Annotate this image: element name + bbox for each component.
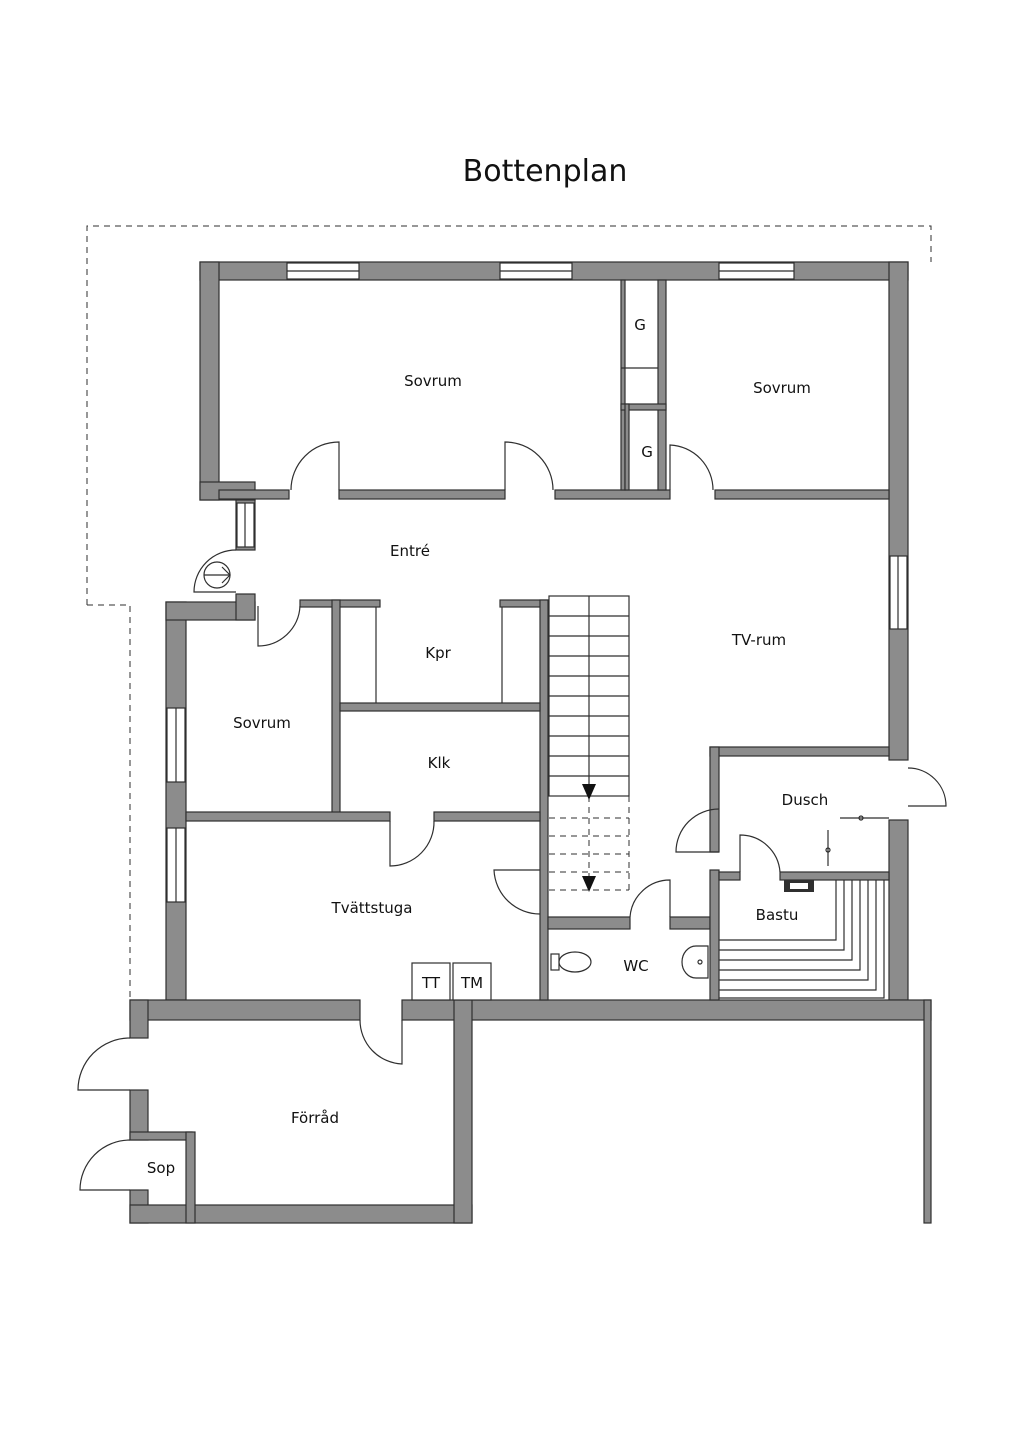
appliance-label-tt: TT — [421, 974, 441, 992]
interior-walls — [185, 279, 890, 1001]
stair-arrow-icon-lower — [582, 876, 596, 892]
doors — [77, 441, 947, 1191]
stair-arrow-icon — [582, 784, 596, 800]
sauna-benches — [719, 880, 885, 999]
sink-icon — [681, 945, 709, 979]
windows — [166, 262, 908, 903]
room-label-dusch: Dusch — [782, 791, 829, 809]
room-label-sovrum: Sovrum — [753, 379, 811, 397]
room-label-garderob: G — [641, 443, 653, 461]
room-label-sovrum: Sovrum — [233, 714, 291, 732]
room-label-tv-rum: TV-rum — [731, 631, 786, 649]
room-label-sop: Sop — [147, 1159, 175, 1177]
kpr-shelves — [375, 607, 503, 703]
appliance-label-tm: TM — [460, 974, 483, 992]
room-label-klk: Klk — [428, 754, 451, 772]
room-label-bastu: Bastu — [756, 906, 799, 924]
stove-icon — [784, 880, 814, 892]
exterior-walls — [129, 261, 932, 1224]
room-label-wc: WC — [623, 957, 648, 975]
room-label-sovrum: Sovrum — [404, 372, 462, 390]
room-label-forrad: Förråd — [291, 1109, 339, 1127]
room-label-tvattstuga: Tvättstuga — [331, 899, 413, 917]
toilet-icon — [550, 951, 592, 973]
terrace-outline — [86, 225, 932, 1000]
staircase — [548, 595, 630, 891]
plan-title: Bottenplan — [463, 154, 628, 189]
room-label-kpr: Kpr — [425, 644, 451, 662]
room-label-entre: Entré — [390, 542, 430, 560]
shower-fixture — [825, 815, 889, 866]
laundry-appliances — [411, 962, 492, 1001]
room-label-garderob: G — [634, 316, 646, 334]
entry-arrow-icon — [203, 561, 231, 589]
